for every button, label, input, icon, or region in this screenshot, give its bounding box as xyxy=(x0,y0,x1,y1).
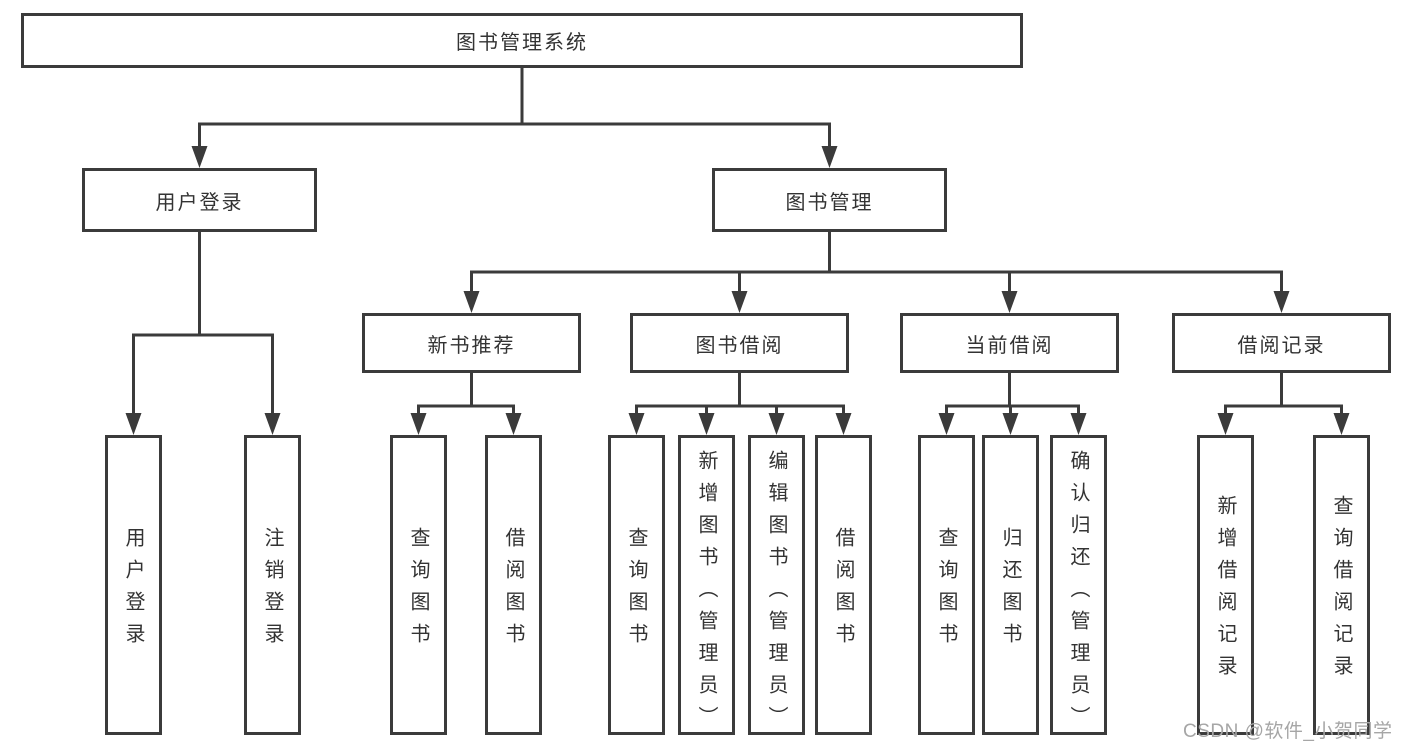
node-current-borrowing: 当前借阅 xyxy=(900,313,1119,373)
node-book-borrowing: 图书借阅 xyxy=(630,313,849,373)
leaf-user-login: 用户登录 xyxy=(105,435,162,735)
node-book-management: 图书管理 xyxy=(712,168,947,232)
leaf-borrow-books-borrowing: 借阅图书 xyxy=(815,435,872,735)
node-user-login: 用户登录 xyxy=(82,168,317,232)
leaf-add-books-admin: 新增图书（管理员） xyxy=(678,435,735,738)
leaf-confirm-return-admin: 确认归还（管理员） xyxy=(1050,435,1107,738)
watermark-csdn: CSDN @软件_小贺同学 xyxy=(1183,721,1393,742)
leaf-return-books: 归还图书 xyxy=(982,435,1039,735)
leaf-query-borrow-record: 查询借阅记录 xyxy=(1313,435,1370,735)
leaf-borrow-books-newbooks: 借阅图书 xyxy=(485,435,542,735)
node-new-book-recommend: 新书推荐 xyxy=(362,313,581,373)
leaf-add-borrow-record: 新增借阅记录 xyxy=(1197,435,1254,735)
node-library-management-system: 图书管理系统 xyxy=(21,13,1023,68)
arrowheads xyxy=(125,146,1350,435)
leaf-edit-books-admin: 编辑图书（管理员） xyxy=(748,435,805,738)
leaf-query-books-borrowing: 查询图书 xyxy=(608,435,665,735)
leaf-query-books-newbooks: 查询图书 xyxy=(390,435,447,735)
leaf-query-books-current: 查询图书 xyxy=(918,435,975,735)
leaf-logout: 注销登录 xyxy=(244,435,301,735)
node-borrow-records: 借阅记录 xyxy=(1172,313,1391,373)
